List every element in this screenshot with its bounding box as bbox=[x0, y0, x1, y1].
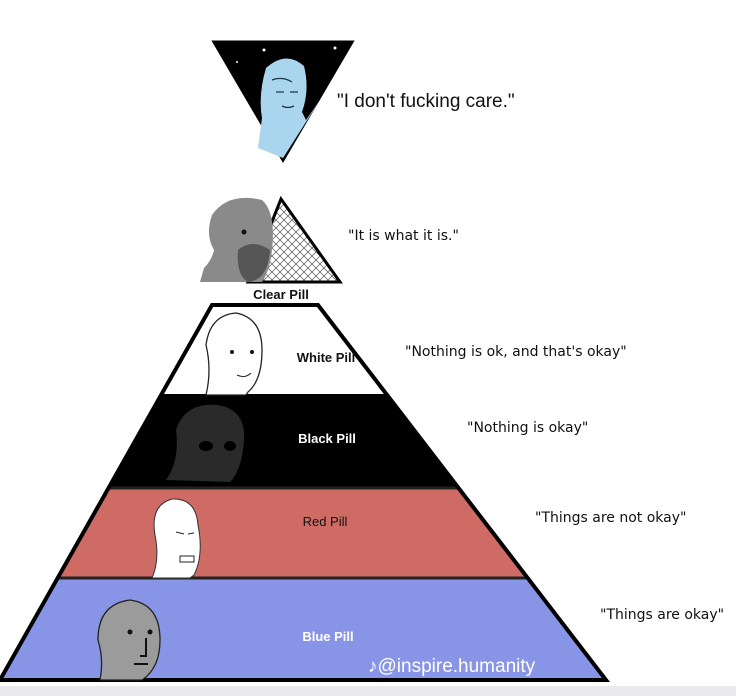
clear-pill-quote: "It is what it is." bbox=[348, 228, 459, 244]
enlightened-wojak-face bbox=[258, 58, 320, 158]
black-pill-quote: "Nothing is okay" bbox=[467, 420, 589, 436]
wojak-smiling-face bbox=[205, 312, 263, 396]
red-pill-label: Red Pill bbox=[302, 514, 348, 529]
top-tier-quote: "I don't fucking care." bbox=[337, 91, 515, 112]
blue-pill-quote: "Things are okay" bbox=[600, 607, 725, 623]
tiktok-icon: ♪ bbox=[368, 656, 378, 677]
red-pill-band bbox=[58, 488, 528, 578]
watermark: ♪@inspire.humanity bbox=[368, 656, 535, 678]
watermark-handle: @inspire.humanity bbox=[377, 656, 536, 677]
black-pill-band bbox=[109, 395, 459, 488]
clear-pill-label: Clear Pill bbox=[253, 287, 309, 302]
red-pill-quote: "Things are not okay" bbox=[535, 510, 687, 526]
white-pill-label: White Pill bbox=[296, 350, 356, 365]
npc-gray-face bbox=[97, 599, 161, 681]
blue-pill-label: Blue Pill bbox=[302, 629, 354, 644]
crying-wojak-face bbox=[151, 498, 201, 579]
footer-bar bbox=[0, 686, 736, 696]
white-pill-quote: "Nothing is ok, and that's okay" bbox=[405, 344, 627, 360]
chad-bearded-face bbox=[200, 197, 273, 282]
black-pill-label: Black Pill bbox=[298, 431, 356, 446]
doomer-dark-face bbox=[166, 404, 245, 482]
